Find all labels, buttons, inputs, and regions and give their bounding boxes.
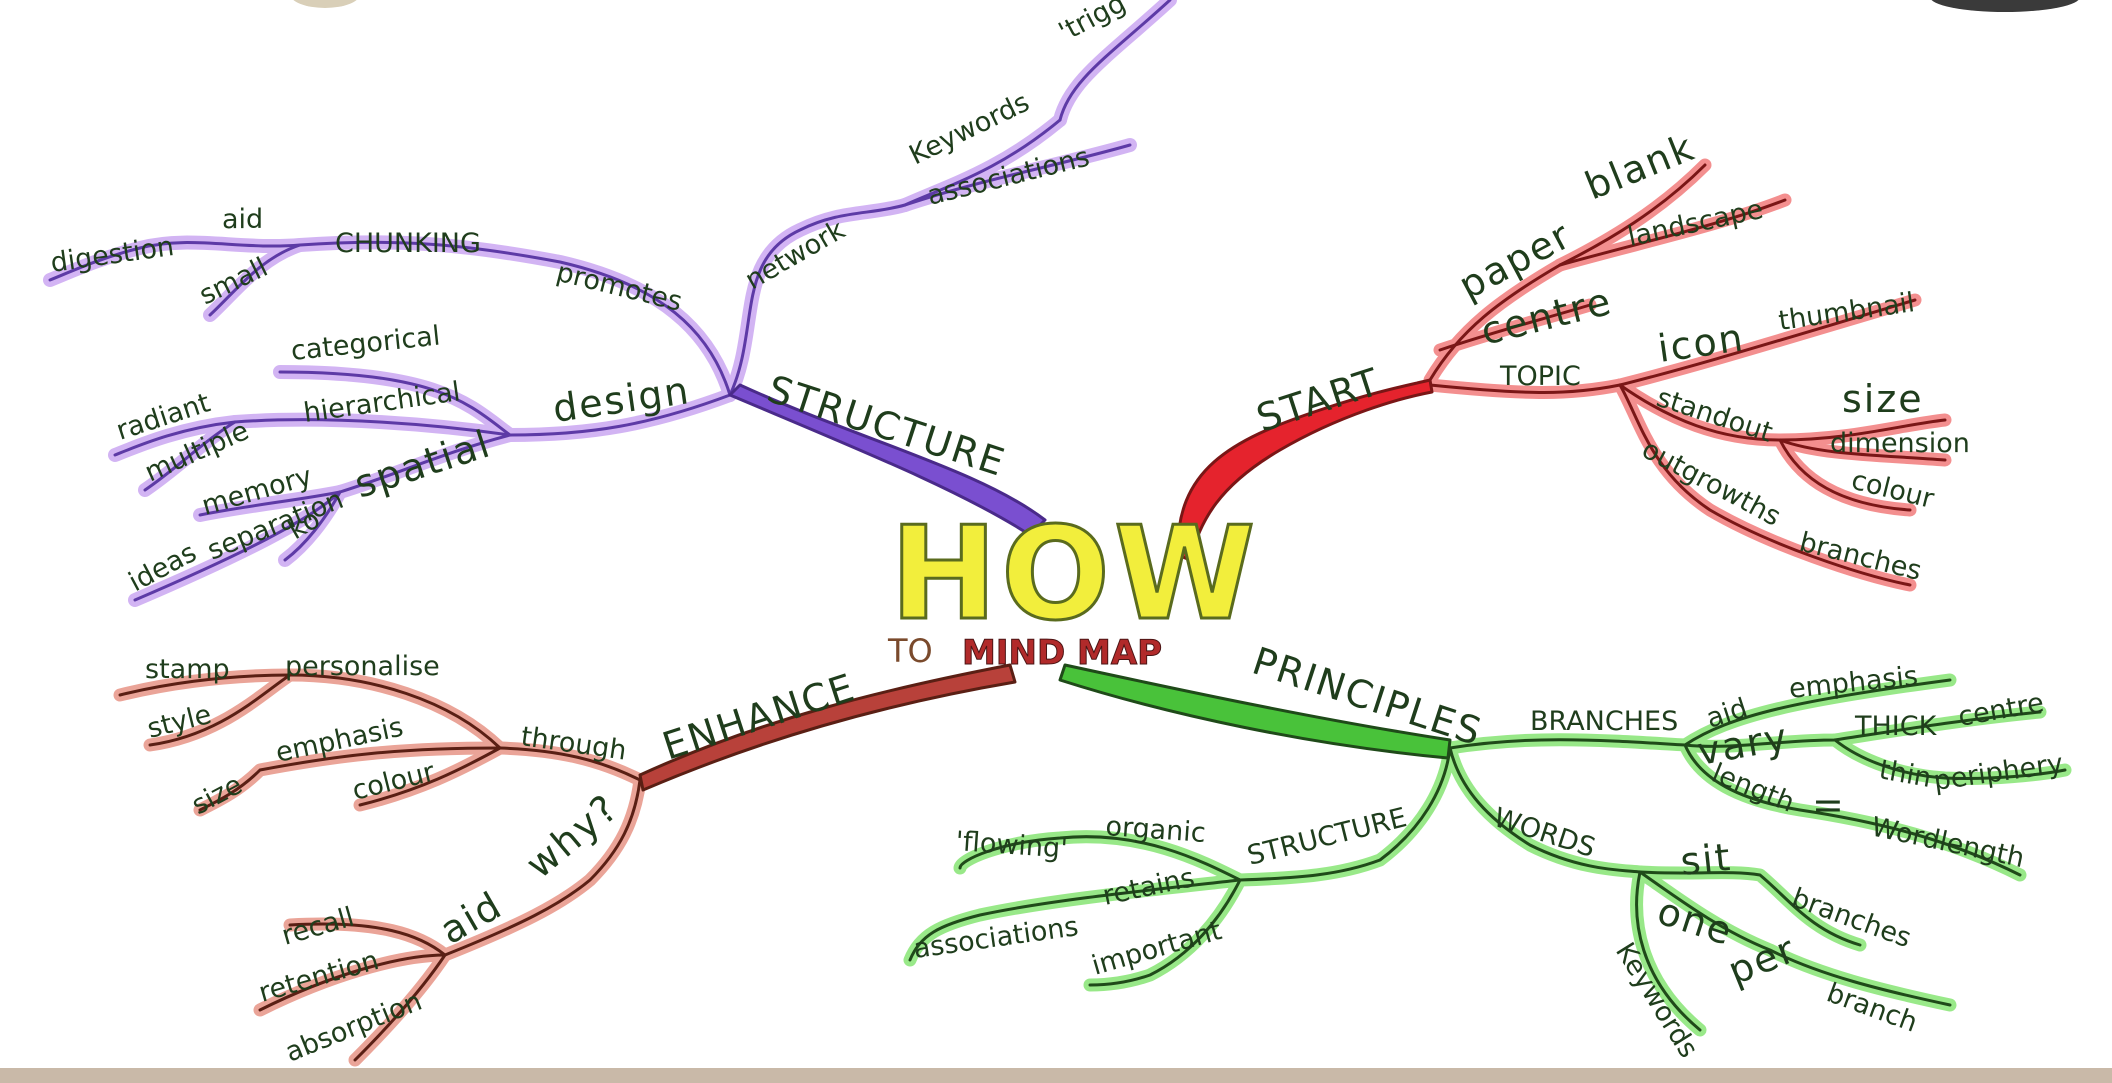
categorical-label: categorical <box>289 320 441 366</box>
blank-label: blank <box>1579 125 1701 209</box>
structure-main-stem <box>728 383 1047 537</box>
periphery-label: periphery <box>1932 748 2065 797</box>
recall-label: recall <box>278 902 357 952</box>
equals-label: = <box>1812 783 1846 827</box>
chunking-label: CHUNKING <box>335 228 481 259</box>
personalise-label: personalise <box>285 651 440 682</box>
background-object-left <box>290 0 360 8</box>
principles-emphasis-label: emphasis <box>1787 661 1919 705</box>
chunking-aid-label: aid <box>222 204 263 235</box>
start-main-stem <box>1176 378 1434 562</box>
standout-label: standout <box>1653 382 1776 448</box>
retains-label: retains <box>1100 862 1197 912</box>
start-labels: START paper blank landscape centre TOPIC… <box>1251 125 1970 587</box>
principles-associations-label: associations <box>912 911 1081 965</box>
thick-label: THICK <box>1854 711 1938 742</box>
title-how: HOW <box>890 500 1259 649</box>
enhance-aid-label: aid <box>433 883 510 953</box>
length-label: length <box>1707 758 1798 819</box>
principles-labels: PRINCIPLES BRANCHES aid emphasis vary TH… <box>912 639 2065 1064</box>
structure-branch-lines <box>43 0 1177 607</box>
promotes-label: promotes <box>553 257 685 318</box>
digestion-label: digestion <box>49 231 176 279</box>
branches-label: BRANCHES <box>1530 706 1678 737</box>
thumbnail-label: thumbnail <box>1777 287 1917 337</box>
landscape-label: landscape <box>1625 194 1766 253</box>
thin-label: thin <box>1877 754 1934 794</box>
enhance-labels: ENHANCE through personalise stamp style … <box>144 651 861 1068</box>
surface-edge <box>0 1068 2112 1083</box>
center-title: HOW TO MIND MAP <box>887 499 1259 674</box>
spatial-label: spatial <box>349 421 496 506</box>
principles-main-stem <box>1058 663 1452 760</box>
principles-keywords-label: Keywords <box>1609 937 1704 1063</box>
dimension-label: dimension <box>1830 428 1970 459</box>
principles-branch-lines <box>903 663 2072 1037</box>
background-object-right <box>1930 0 2080 12</box>
stamp-label: stamp <box>145 654 230 685</box>
organic-label: organic <box>1105 811 1207 849</box>
title-mind-map: MIND MAP <box>962 633 1162 673</box>
title-to: TO <box>887 632 933 670</box>
why-label: why? <box>518 785 627 887</box>
retention-label: retention <box>255 945 382 1009</box>
wordlength-label: Wordlength <box>1869 812 2028 875</box>
start-branch-lines <box>1176 158 1952 592</box>
one-label: one <box>1652 889 1739 955</box>
enhance-branch-lines <box>113 663 1017 1067</box>
principles-centre-label: centre <box>1956 687 2046 733</box>
enhance-main-stem <box>638 663 1017 792</box>
sit-label: sit <box>1678 835 1734 884</box>
icon-label: icon <box>1655 315 1747 371</box>
size-label: size <box>1842 377 1924 421</box>
topic-label: TOPIC <box>1499 361 1581 392</box>
small-label: small <box>194 252 272 311</box>
